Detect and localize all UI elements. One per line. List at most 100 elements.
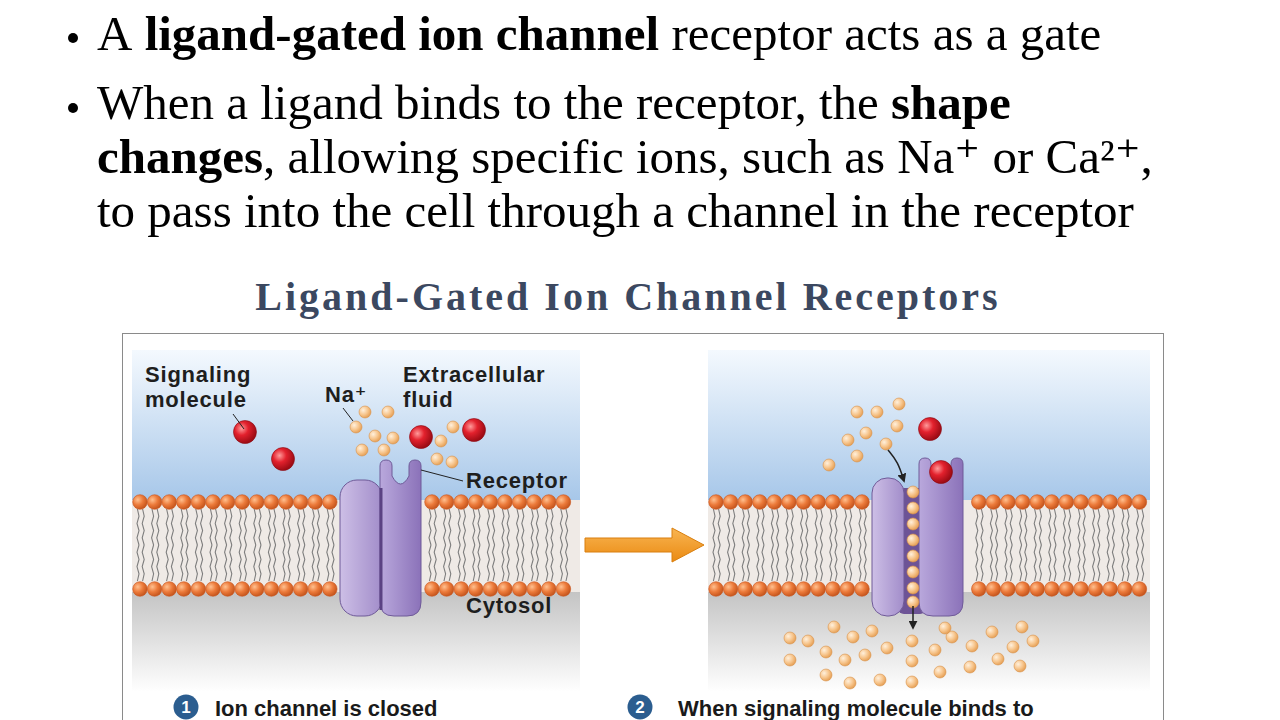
lipid-tail (283, 545, 290, 581)
phospholipid-head (293, 582, 308, 597)
sodium-ion (1027, 635, 1039, 647)
sodium-ion (859, 649, 871, 661)
phospholipid-head (972, 495, 987, 510)
phospholipid-head (323, 495, 338, 510)
phospholipid-head (279, 495, 294, 510)
phospholipid-head (738, 582, 753, 597)
lipid-tail (210, 545, 217, 581)
sodium-ion (907, 550, 919, 562)
lipid-tail (1063, 545, 1070, 581)
sodium-ion (866, 625, 878, 637)
receptor-subunit (340, 480, 382, 616)
lipid-tail (1122, 509, 1129, 545)
phospholipid-head (972, 582, 987, 597)
lipid-tail (1063, 509, 1070, 545)
phospholipid-head (1088, 582, 1103, 597)
sodium-ion (844, 677, 856, 689)
phospholipid-head (826, 495, 841, 510)
text-run: When a ligand binds to the receptor, the (97, 75, 891, 130)
sodium-ion (939, 622, 951, 634)
lipid-tail (1107, 509, 1114, 545)
sodium-ion (784, 632, 796, 644)
phospholipid-head (498, 495, 513, 510)
sodium-ion (907, 502, 919, 514)
sodium-ion (907, 486, 919, 498)
lipid-tail (137, 509, 144, 545)
signaling-molecule (919, 418, 942, 441)
lipid-tail (1107, 545, 1114, 581)
lipid-tail (458, 545, 465, 581)
callout-circle: 2 (627, 694, 653, 720)
phospholipid-head (840, 582, 855, 597)
phospholipid-head (556, 582, 571, 597)
sodium-ion (356, 444, 368, 456)
phospholipid-head (782, 582, 797, 597)
sodium-ion (893, 398, 905, 410)
flow-arrow (912, 606, 914, 628)
lipid-tail (254, 509, 261, 545)
receptor-subunit (380, 460, 421, 616)
lipid-tail (517, 545, 524, 581)
lipid-tail (1078, 509, 1085, 545)
sodium-ion (871, 406, 883, 418)
phospholipid-head (709, 495, 724, 510)
sodium-ion (823, 459, 835, 471)
lipid-tail (166, 509, 173, 545)
text-run: A (97, 6, 145, 61)
lipid-tail (801, 545, 808, 581)
phospholipid-head (177, 582, 192, 597)
sodium-ion (847, 631, 859, 643)
sodium-ion (851, 406, 863, 418)
lipid-tail (137, 545, 144, 581)
receptor-subunit (919, 458, 963, 616)
sodium-ion (820, 669, 832, 681)
phospholipid-head (279, 582, 294, 597)
process-arrow (585, 528, 704, 562)
sodium-ion (880, 438, 892, 450)
phospholipid-head (1015, 495, 1030, 510)
lipid-tail (152, 545, 159, 581)
phospholipid-head (439, 495, 454, 510)
bullet-text: When a ligand binds to the receptor, the (97, 75, 879, 130)
lipid-tail (239, 545, 246, 581)
lipid-tail (298, 509, 305, 545)
phospholipid-head (439, 582, 454, 597)
phospholipid-head (147, 495, 162, 510)
text-run: receptor acts as a gate (672, 6, 1102, 61)
part-label: Na⁺ (325, 382, 367, 407)
lipid-tail (458, 509, 465, 545)
callout-disc (628, 695, 653, 720)
phospholipid-head (1118, 582, 1133, 597)
channel-closed-gap (380, 488, 383, 610)
phospholipid-head (767, 495, 782, 510)
phospholipid-head (293, 495, 308, 510)
phospholipid-head (855, 582, 870, 597)
membrane-panel (708, 350, 1150, 692)
lipid-tail (1020, 509, 1027, 545)
callout-number: 2 (635, 699, 644, 716)
part-label: Signaling molecule (145, 362, 273, 412)
sodium-ion (906, 676, 918, 688)
phospholipid-head (512, 495, 527, 510)
lipid-tail (225, 545, 232, 581)
key-term: ligand-gated ion channel (145, 6, 660, 61)
sodium-ion (431, 453, 443, 465)
phospholipid-head (249, 495, 264, 510)
lipid-tail (1093, 509, 1100, 545)
flow-arrow (888, 450, 904, 481)
lipid-tail (327, 545, 334, 581)
lipid-tail (859, 509, 866, 545)
lipid-tail (210, 509, 217, 545)
lipid-tail (560, 545, 567, 581)
sodium-ion (802, 635, 814, 647)
extracellular-fluid (132, 350, 580, 500)
part-label: Extracellular fluid (403, 362, 571, 412)
bullet-dot (68, 33, 78, 43)
phospholipid-head (1103, 582, 1118, 597)
phospholipid-head (556, 495, 571, 510)
sodium-ion (966, 640, 978, 652)
sodium-ion (907, 534, 919, 546)
sodium-ion (934, 666, 946, 678)
